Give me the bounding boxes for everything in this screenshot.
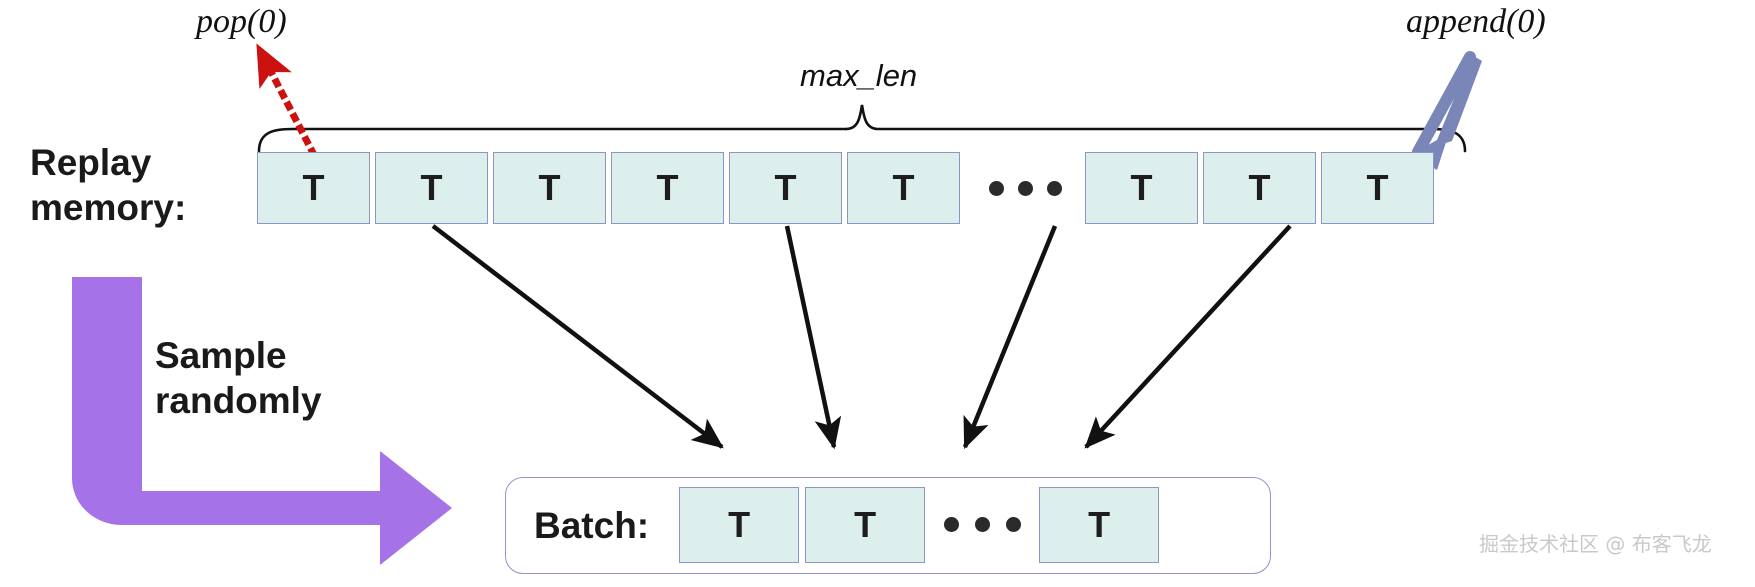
- ellipsis-dot: [943, 517, 959, 532]
- batch-label: Batch:: [534, 504, 650, 546]
- max-len-brace: [257, 104, 1467, 153]
- batch-cell[interactable]: T: [679, 486, 800, 563]
- ellipsis-dot: [974, 517, 990, 532]
- memory-cell[interactable]: T: [729, 152, 842, 224]
- memory-cell[interactable]: T: [611, 152, 724, 224]
- memory-cell-newest[interactable]: T: [1321, 152, 1434, 224]
- max-len-label: max_len: [800, 58, 918, 93]
- memory-cell[interactable]: T: [1203, 152, 1316, 224]
- memory-ellipsis: [965, 152, 1085, 224]
- pop-label: pop(0): [196, 3, 287, 40]
- memory-cell[interactable]: T: [375, 152, 488, 224]
- memory-cell[interactable]: T: [493, 152, 606, 224]
- batch-cell[interactable]: T: [805, 486, 926, 563]
- batch-cell[interactable]: T: [1039, 486, 1160, 563]
- memory-cell[interactable]: T: [847, 152, 960, 224]
- sampling-arrows: [431, 224, 1292, 450]
- ellipsis-dot: [988, 180, 1004, 196]
- memory-cell[interactable]: T: [257, 152, 370, 224]
- batch-container: Batch: T T T: [505, 477, 1271, 574]
- replay-memory-label: Replay memory:: [30, 142, 187, 229]
- ellipsis-dot: [1046, 180, 1062, 196]
- memory-cell[interactable]: T: [1085, 152, 1198, 224]
- append-label: append(0): [1406, 3, 1546, 40]
- ellipsis-dot: [1017, 180, 1033, 196]
- sample-randomly-label: Sample randomly: [155, 335, 322, 422]
- batch-ellipsis: [931, 487, 1033, 563]
- ellipsis-dot: [1005, 517, 1021, 532]
- pop-arrow: [256, 43, 318, 158]
- replay-memory-row: T T T T T T T T T: [257, 152, 1434, 224]
- watermark: 掘金技术社区 @ 布客飞龙: [1479, 532, 1712, 556]
- sample-arrow: [72, 277, 452, 565]
